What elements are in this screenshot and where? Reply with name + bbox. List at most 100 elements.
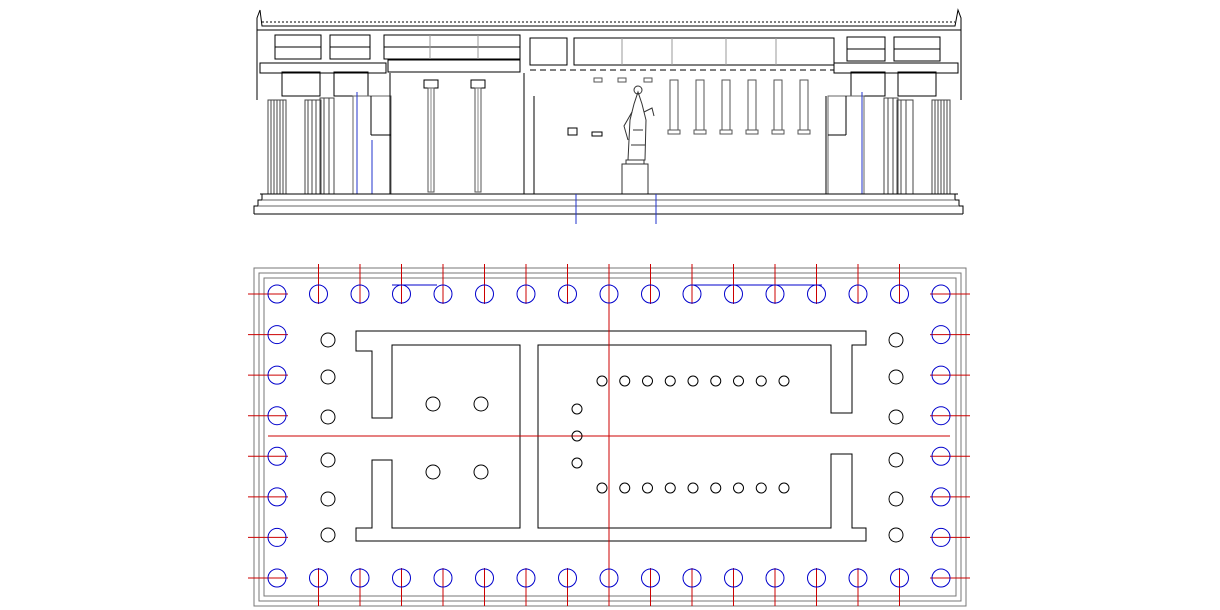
section-capital-blocks [282,72,936,96]
naos-column [734,376,744,386]
plan-stylobate-outer [254,268,966,606]
porch-column [889,453,903,467]
naos-column [756,483,766,493]
peristyle-column [932,528,950,546]
naos-column [711,376,721,386]
porch-column [321,370,335,384]
porch-column [889,528,903,542]
peristyle-column [434,569,452,587]
section-naos [534,96,826,194]
peristyle-column [268,366,286,384]
porch-column [889,492,903,506]
peristyle-column [766,569,784,587]
porch-column [321,492,335,506]
peristyle-column [268,326,286,344]
porch-column [321,410,335,424]
peristyle-column [268,447,286,465]
peristyle-column [932,366,950,384]
porch-column [321,333,335,347]
section-right-doric-columns [884,98,950,194]
peristyle-column [808,569,826,587]
peristyle-column [351,285,369,303]
naos-column [779,376,789,386]
peristyle-column [683,569,701,587]
peristyle-column [517,569,535,587]
peristyle-column [559,569,577,587]
floor-plan [248,264,970,606]
naos-column [779,483,789,493]
peristyle-column [725,569,743,587]
porch-column [321,528,335,542]
peristyle-column [932,407,950,425]
section-right-doorway [828,92,864,194]
peristyle-column [434,285,452,303]
peristyle-column [310,285,328,303]
peristyle-column [849,569,867,587]
porch-column [889,370,903,384]
peristyle-column [642,285,660,303]
peristyle-column [559,285,577,303]
naos-column [643,376,653,386]
naos-column [597,376,607,386]
naos-end-column [572,458,582,468]
longitudinal-section [254,10,963,224]
naos-end-column [572,404,582,414]
peristyle-column [849,285,867,303]
peristyle-column [891,569,909,587]
grid-axes [248,264,970,606]
naos-column [711,483,721,493]
peristyle-column [476,285,494,303]
section-opisthodomos [390,73,524,194]
interior-columns [321,333,903,542]
naos-column [620,483,630,493]
section-naos-colonnade [594,78,810,134]
naos-column [665,376,675,386]
naos-column [643,483,653,493]
section-left-doric-columns [268,98,334,194]
porch-column [889,333,903,347]
peristyle-column [600,569,618,587]
naos-column [688,376,698,386]
naos-column [597,483,607,493]
peristyle-column [642,569,660,587]
peristyle-column [476,569,494,587]
naos-column [756,376,766,386]
opisthodomos-column [474,465,488,479]
peristyle-column [517,285,535,303]
plan-stylobate-inner [264,278,956,596]
porch-column [321,453,335,467]
peristyle-column [932,285,950,303]
section-roof-line [257,10,961,30]
peristyle-column [600,285,618,303]
peristyle-column [268,488,286,506]
opisthodomos-column [426,465,440,479]
naos-column [734,483,744,493]
peristyle-column [268,569,286,587]
peristyle-column [268,285,286,303]
naos-column [620,376,630,386]
peristyle-column [351,569,369,587]
peristyle-columns [268,285,950,587]
plan-cella-wall-outline [356,331,866,541]
peristyle-column [268,528,286,546]
section-stylobate-steps [254,194,963,214]
naos-column [665,483,675,493]
porch-column [889,410,903,424]
peristyle-column [932,447,950,465]
section-ceiling-coffers [275,35,940,65]
peristyle-column [310,569,328,587]
plan-stylobate-middle [259,273,961,601]
peristyle-column [932,326,950,344]
naos-end-column [572,431,582,441]
peristyle-column [268,407,286,425]
peristyle-column [932,569,950,587]
section-athena-statue [622,86,654,194]
opisthodomos-column [474,397,488,411]
peristyle-column [932,488,950,506]
naos-column [688,483,698,493]
opisthodomos-column [426,397,440,411]
peristyle-column [891,285,909,303]
section-left-doorway [353,92,391,194]
peristyle-column [393,569,411,587]
